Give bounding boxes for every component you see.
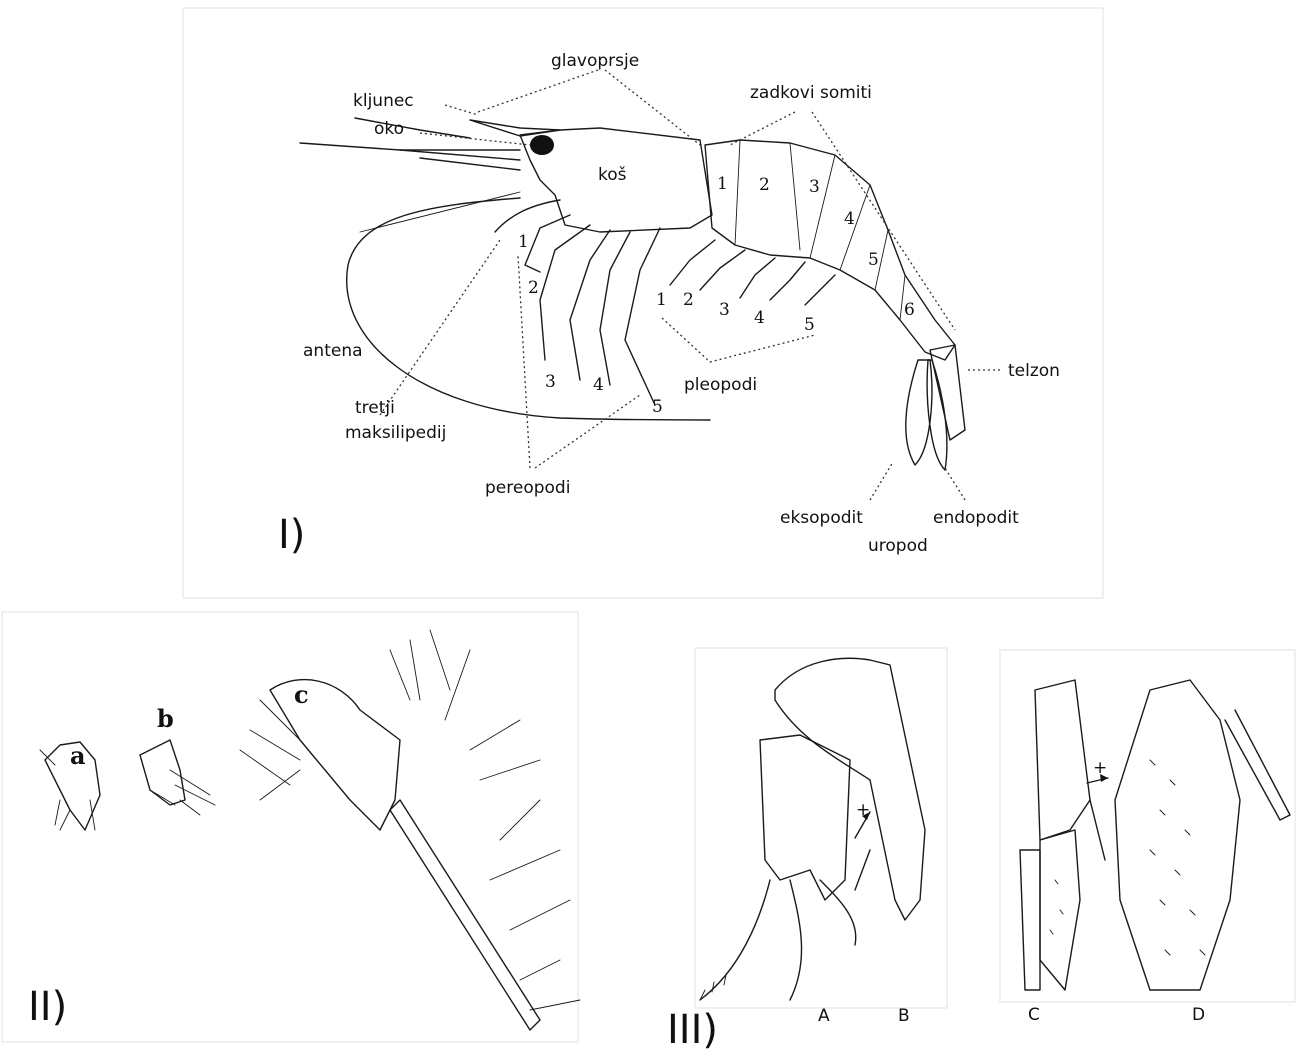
pereopod-number: 3 <box>545 372 556 392</box>
label-eksopodit: eksopodit <box>780 508 863 528</box>
plus-marker: + <box>1093 758 1107 778</box>
somite-number: 5 <box>868 250 879 270</box>
panel-iii-label: III) <box>667 1007 718 1050</box>
antennule-tip <box>355 118 470 138</box>
appendage-b <box>140 740 215 815</box>
pereopod-2 <box>540 225 590 360</box>
somite-number: 1 <box>717 174 728 194</box>
panel-iii-cd-frame <box>1000 650 1295 1002</box>
leader-eksopodit <box>870 462 893 500</box>
label-telzon: telzon <box>1008 361 1060 381</box>
telson-shape <box>930 345 965 440</box>
plus-marker: + <box>856 800 870 820</box>
label-kos: koš <box>598 165 627 185</box>
label-C: C <box>1028 1005 1040 1025</box>
leader-zadkovi-a <box>730 112 795 145</box>
label-uropod: uropod <box>868 536 928 556</box>
pleopod-number: 1 <box>656 290 667 310</box>
label-b: b <box>157 704 174 733</box>
leader-glavoprsje-a <box>478 70 598 112</box>
pleopod-5 <box>805 275 835 305</box>
panel-ii-label: II) <box>28 984 67 1030</box>
leader-kljunec <box>445 105 478 115</box>
somite-borders <box>735 140 905 320</box>
pleopod-number: 5 <box>804 315 815 335</box>
pleopod-2 <box>700 250 745 290</box>
label-zadkovi-somiti: zadkovi somiti <box>750 83 872 103</box>
label-endopodit: endopodit <box>933 508 1019 528</box>
label-oko: oko <box>374 119 404 139</box>
leader-maksilipedij <box>380 240 500 415</box>
label-pleopodi: pleopodi <box>684 375 757 395</box>
pleopod-number: 2 <box>683 290 694 310</box>
pleopod-3 <box>740 258 775 298</box>
pleopod-number: 4 <box>754 308 765 328</box>
leader-zadkovi-b <box>812 112 955 330</box>
leader-oko <box>420 133 530 145</box>
shrimp-drawing <box>300 118 965 470</box>
somite-number: 4 <box>844 209 855 229</box>
leader-pereopodi-b <box>535 395 640 468</box>
pereopod-number: 4 <box>593 375 604 395</box>
pleopod-number: 3 <box>719 300 730 320</box>
pleopod-4 <box>770 262 805 300</box>
antenna-scale-line <box>360 192 520 232</box>
somite-number: 3 <box>809 177 820 197</box>
somite-number: 6 <box>904 300 915 320</box>
label-antena: antena <box>303 341 363 361</box>
appendage-AB <box>700 658 925 1000</box>
antennule-peduncle <box>400 150 520 170</box>
pereopod-4 <box>600 232 630 385</box>
appendage-c <box>240 630 580 1030</box>
antennule-upper <box>300 143 520 150</box>
label-tretji: tretji <box>355 398 395 418</box>
pereopod-number: 2 <box>528 278 539 298</box>
leader-endopodit <box>945 468 965 500</box>
label-pereopodi: pereopodi <box>485 478 570 498</box>
label-A: A <box>818 1006 830 1026</box>
label-c: c <box>294 680 309 709</box>
panel-i-label: I) <box>278 512 305 558</box>
label-a: a <box>70 741 86 770</box>
panel-iii-ab-frame <box>695 648 947 1008</box>
label-glavoprsje: glavoprsje <box>551 51 639 71</box>
third-maxilliped <box>495 200 560 232</box>
rostrum <box>470 120 560 136</box>
label-kljunec: kljunec <box>353 91 414 111</box>
label-maksilipedij: maksilipedij <box>345 423 446 443</box>
pereopod-number: 1 <box>518 232 529 252</box>
leader-lines <box>380 70 1000 500</box>
somite-number: 2 <box>759 175 770 195</box>
pereopod-5 <box>625 228 660 405</box>
label-D: D <box>1192 1005 1205 1025</box>
appendage-CD <box>1020 680 1290 990</box>
label-B: B <box>898 1006 910 1026</box>
leader-pleopodi <box>662 318 815 362</box>
pleopod-1 <box>670 240 715 285</box>
eye <box>530 135 554 155</box>
abdomen <box>705 140 955 360</box>
panel-ii-frame <box>2 612 578 1042</box>
pereopod-number: 5 <box>652 397 663 417</box>
